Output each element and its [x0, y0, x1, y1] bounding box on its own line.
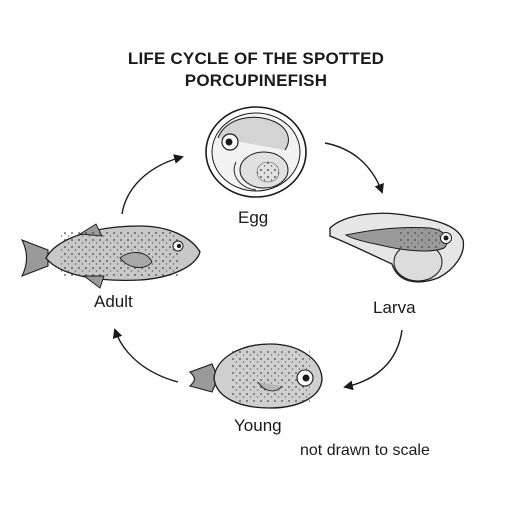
diagram-title-line-2: PORCUPINEFISH [184, 71, 328, 90]
arrow-adult-to-egg [121, 154, 184, 215]
egg-label: Egg [238, 208, 269, 227]
arrow-egg-to-larva [324, 142, 384, 194]
arrow-young-to-adult [112, 328, 179, 383]
arrow-larva-to-young [343, 329, 403, 391]
larva-label: Larva [373, 298, 416, 317]
young-fish-illustration [188, 343, 323, 409]
scale-note: not drawn to scale [300, 442, 430, 459]
adult-fish-illustration [20, 223, 201, 289]
young-label: Young [234, 416, 282, 435]
egg-illustration [205, 106, 307, 198]
larva-illustration [329, 212, 465, 283]
adult-label: Adult [94, 292, 133, 311]
diagram-title-line-1: LIFE CYCLE OF THE SPOTTED [127, 49, 385, 68]
